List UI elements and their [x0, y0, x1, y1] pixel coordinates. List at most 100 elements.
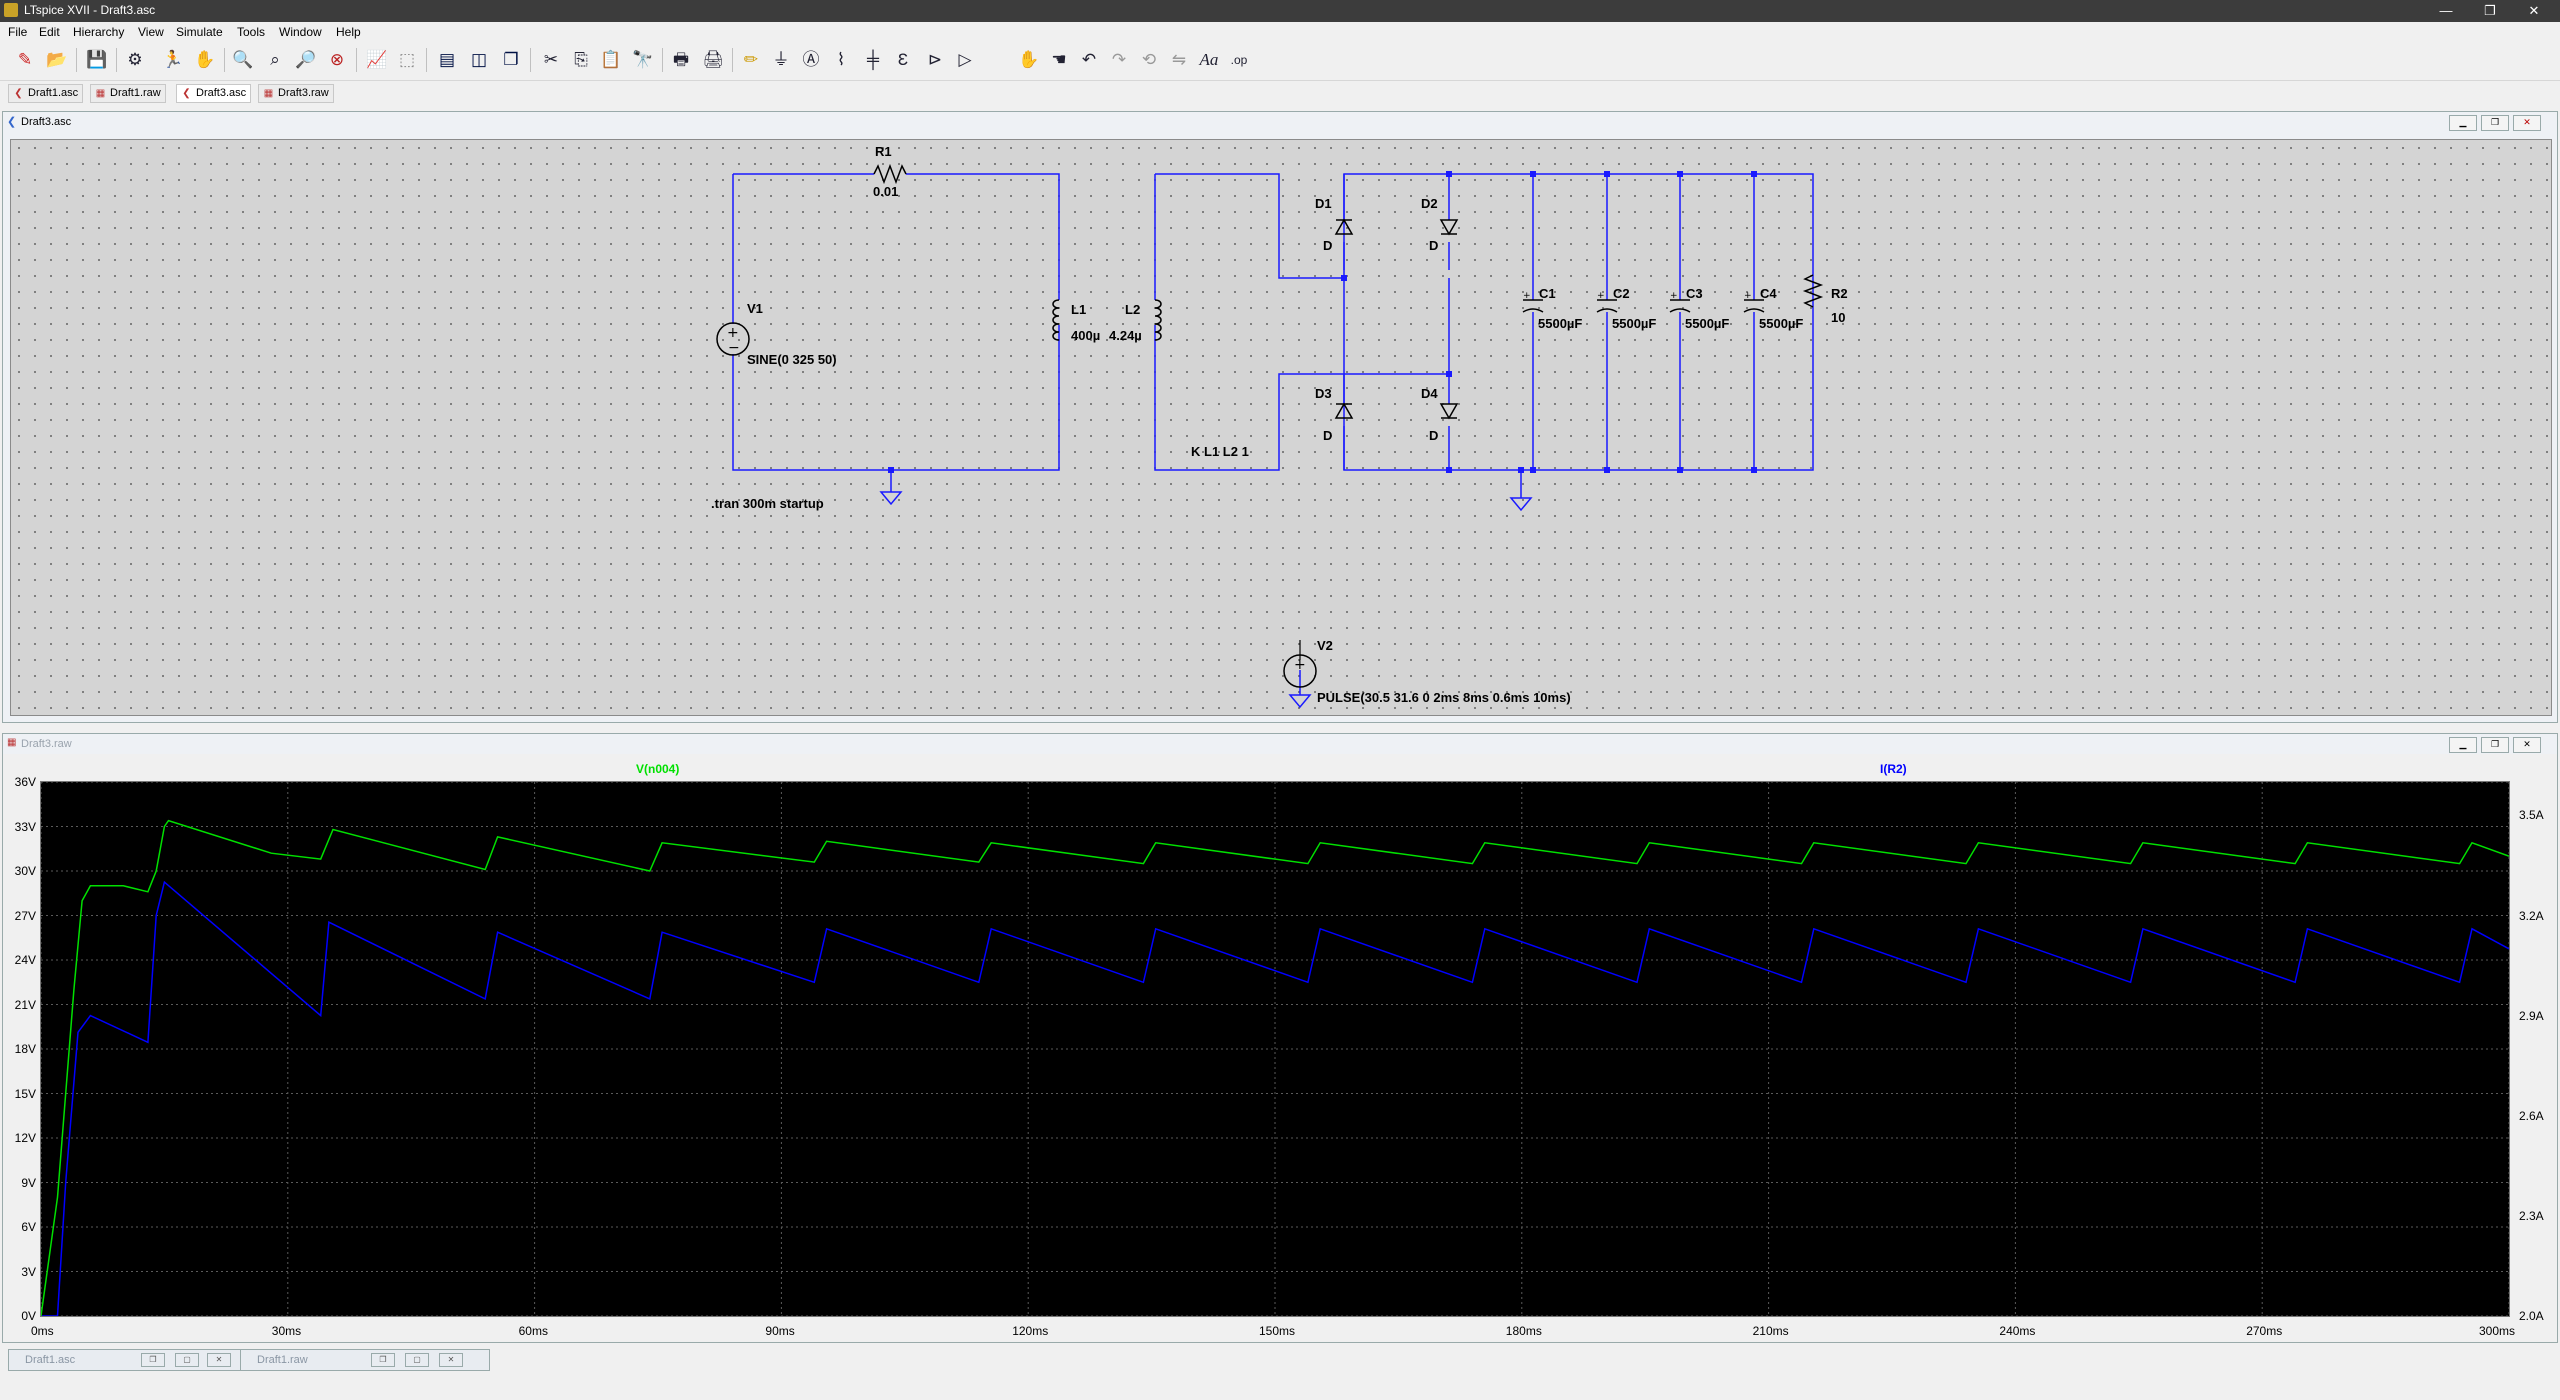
tile-vertical-icon[interactable]: ◫: [470, 50, 488, 69]
d3-name[interactable]: D3: [1315, 386, 1332, 401]
redo-icon[interactable]: ↷: [1111, 50, 1127, 69]
c2-value[interactable]: 5500µF: [1612, 316, 1657, 331]
run-icon[interactable]: 🏃: [162, 50, 184, 69]
c1-name[interactable]: C1: [1539, 286, 1556, 301]
minimize-button[interactable]: —: [2439, 3, 2453, 18]
menu-hierarchy[interactable]: Hierarchy: [73, 25, 125, 39]
maximize-button[interactable]: ❐: [2484, 3, 2496, 18]
d4-model[interactable]: D: [1429, 428, 1439, 443]
restore-button[interactable]: ❐: [371, 1353, 395, 1367]
menu-tools[interactable]: Tools: [237, 25, 266, 39]
resistor-icon[interactable]: ⌇: [836, 50, 846, 69]
save-icon[interactable]: 💾: [86, 50, 108, 69]
zoom-out-icon[interactable]: 🔎: [295, 50, 317, 69]
minimized-draft1-raw[interactable]: Draft1.raw ❐ ▢ ✕: [240, 1349, 490, 1371]
print-setup-icon[interactable]: 🖨: [702, 50, 724, 69]
d3-model[interactable]: D: [1323, 428, 1333, 443]
v2-value[interactable]: PULSE(30.5 31.6 0 2ms 8ms 0.6ms 10ms): [1317, 690, 1571, 705]
open-icon[interactable]: 📂: [46, 50, 68, 69]
minimized-draft1-asc[interactable]: Draft1.asc ❐ ▢ ✕: [8, 1349, 250, 1371]
v1-value[interactable]: SINE(0 325 50): [747, 352, 837, 367]
r2-name[interactable]: R2: [1831, 286, 1848, 301]
mdi-minimize-button[interactable]: ▁: [2449, 115, 2477, 131]
l2-name[interactable]: L2: [1125, 302, 1141, 317]
new-schematic-icon[interactable]: ✎: [17, 50, 33, 69]
l1-name[interactable]: L1: [1071, 302, 1087, 317]
control-panel-icon[interactable]: ⚙: [127, 50, 143, 69]
menu-help[interactable]: Help: [336, 25, 361, 39]
d2-name[interactable]: D2: [1421, 196, 1438, 211]
text-icon[interactable]: Aa: [1199, 50, 1219, 69]
trace-label-ir2[interactable]: I(R2): [1880, 762, 1907, 776]
move-icon[interactable]: ✋: [1018, 50, 1040, 69]
print-icon[interactable]: 🖶: [672, 50, 690, 69]
tab-draft1-asc[interactable]: ❮Draft1.asc: [8, 84, 84, 103]
close-button[interactable]: ✕: [439, 1353, 463, 1367]
waveform-plot[interactable]: [40, 781, 2510, 1317]
cut-icon[interactable]: ✂: [543, 50, 559, 69]
rotate-icon[interactable]: ⟲: [1141, 50, 1157, 69]
trace-label-vn004[interactable]: V(n004): [636, 762, 680, 776]
mirror-icon[interactable]: ⇋: [1171, 50, 1187, 69]
wire-icon[interactable]: ✏: [743, 50, 759, 69]
tile-horizontal-icon[interactable]: ▤: [438, 50, 456, 69]
tab-draft3-asc[interactable]: ❮Draft3.asc: [176, 84, 252, 103]
v2-name[interactable]: V2: [1317, 638, 1333, 653]
mdi-close-button[interactable]: ✕: [2513, 115, 2541, 131]
coupling-directive[interactable]: K L1 L2 1: [1191, 444, 1249, 459]
component-icon[interactable]: ▷: [958, 50, 972, 69]
inductor-icon[interactable]: Ɛ: [897, 50, 909, 69]
r1-name[interactable]: R1: [875, 144, 892, 159]
c1-value[interactable]: 5500µF: [1538, 316, 1583, 331]
c4-value[interactable]: 5500µF: [1759, 316, 1804, 331]
cascade-icon[interactable]: ❐: [503, 50, 519, 69]
label-net-icon[interactable]: Ⓐ: [802, 50, 820, 69]
c3-value[interactable]: 5500µF: [1685, 316, 1730, 331]
find-icon[interactable]: 🔭: [632, 50, 654, 69]
c2-name[interactable]: C2: [1613, 286, 1630, 301]
menu-simulate[interactable]: Simulate: [176, 25, 223, 39]
mdi-restore-button[interactable]: ❐: [2481, 115, 2509, 131]
undo-icon[interactable]: ↶: [1081, 50, 1097, 69]
halt-icon[interactable]: ✋: [194, 50, 216, 69]
ground-icon[interactable]: ⏚: [772, 50, 790, 69]
copy-icon[interactable]: ⎘: [574, 50, 588, 69]
l2-value[interactable]: 4.24µ: [1109, 328, 1142, 343]
menu-view[interactable]: View: [138, 25, 164, 39]
menu-edit[interactable]: Edit: [39, 25, 60, 39]
tran-directive[interactable]: .tran 300m startup: [711, 496, 824, 511]
restore-button[interactable]: ❐: [141, 1353, 165, 1367]
capacitor-icon[interactable]: ╪: [866, 50, 880, 69]
mdi-minimize-button[interactable]: ▁: [2449, 737, 2477, 753]
schematic-canvas[interactable]: + − + ++++: [10, 139, 2552, 716]
c4-name[interactable]: C4: [1760, 286, 1777, 301]
maximize-button[interactable]: ▢: [405, 1353, 429, 1367]
view-area-icon[interactable]: ⬚: [398, 50, 416, 69]
d4-name[interactable]: D4: [1421, 386, 1438, 401]
drag-icon[interactable]: ☚: [1051, 50, 1067, 69]
d1-name[interactable]: D1: [1315, 196, 1332, 211]
zoom-fit-icon[interactable]: ⊗: [329, 50, 345, 69]
tab-draft1-raw[interactable]: ▦Draft1.raw: [90, 84, 166, 103]
mdi-restore-button[interactable]: ❐: [2481, 737, 2509, 753]
maximize-button[interactable]: ▢: [175, 1353, 199, 1367]
paste-icon[interactable]: 📋: [600, 50, 622, 69]
diode-icon[interactable]: ⊳: [927, 50, 943, 69]
close-button[interactable]: ✕: [207, 1353, 231, 1367]
r2-value[interactable]: 10: [1831, 310, 1846, 325]
menu-window[interactable]: Window: [279, 25, 322, 39]
tab-draft3-raw[interactable]: ▦Draft3.raw: [258, 84, 334, 103]
d2-model[interactable]: D: [1429, 238, 1439, 253]
autorange-icon[interactable]: 📈: [366, 50, 388, 69]
c3-name[interactable]: C3: [1686, 286, 1703, 301]
r1-value[interactable]: 0.01: [873, 184, 899, 199]
d1-model[interactable]: D: [1323, 238, 1333, 253]
v1-name[interactable]: V1: [747, 301, 763, 316]
menu-file[interactable]: File: [8, 25, 28, 39]
mdi-close-button[interactable]: ✕: [2513, 737, 2541, 753]
spice-directive-icon[interactable]: .op: [1230, 53, 1248, 67]
zoom-rect-icon[interactable]: ⌕: [270, 50, 280, 69]
l1-value[interactable]: 400µ: [1071, 328, 1101, 343]
zoom-in-icon[interactable]: 🔍: [232, 50, 254, 69]
close-button[interactable]: ✕: [2528, 3, 2540, 18]
